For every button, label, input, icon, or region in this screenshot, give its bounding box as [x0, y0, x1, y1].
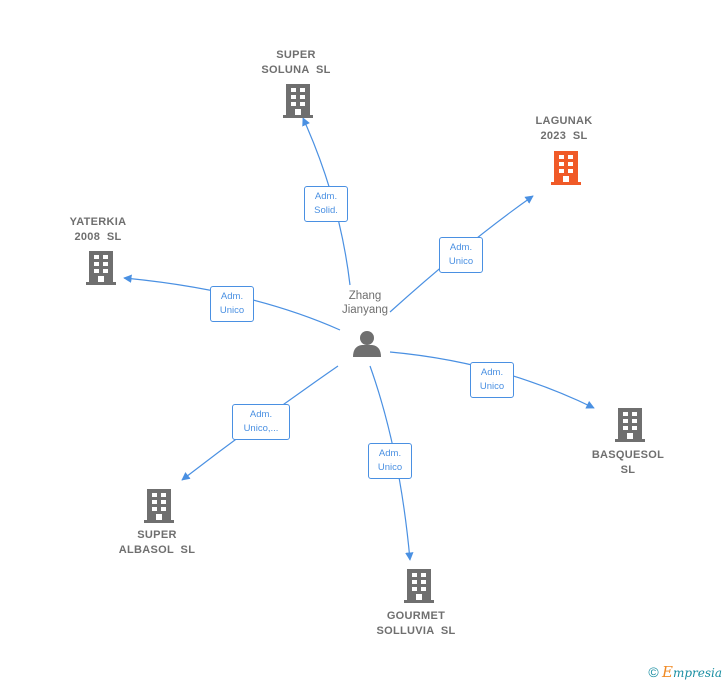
- company-label-basquesol[interactable]: BASQUESOL SL: [591, 449, 665, 476]
- person-name[interactable]: Zhang Jianyang: [341, 290, 389, 316]
- company-label-super-albasol[interactable]: SUPER ALBASOL SL: [118, 529, 196, 556]
- company-label-super-soluna[interactable]: SUPER SOLUNA SL: [261, 49, 331, 76]
- person-icon[interactable]: [353, 331, 381, 357]
- company-label-lagunak-2023[interactable]: LAGUNAK 2023 SL: [535, 115, 593, 142]
- brand-initial: E: [661, 663, 673, 681]
- edge-label-super-soluna[interactable]: Adm. Solid.: [304, 186, 348, 222]
- empresia-logo[interactable]: © Empresia: [648, 663, 722, 681]
- edge-label-yaterkia-2008[interactable]: Adm. Unico: [210, 286, 254, 322]
- edge-label-super-albasol[interactable]: Adm. Unico,...: [232, 404, 290, 440]
- edge-label-gourmet-solluvia[interactable]: Adm. Unico: [368, 443, 412, 479]
- brand-name: mpresia: [672, 666, 722, 680]
- company-label-yaterkia-2008[interactable]: YATERKIA 2008 SL: [69, 216, 127, 243]
- company-label-gourmet-solluvia[interactable]: GOURMET SOLLUVIA SL: [376, 610, 456, 637]
- copyright-symbol: ©: [648, 664, 659, 680]
- edge-label-lagunak-2023[interactable]: Adm. Unico: [439, 237, 483, 273]
- edge-label-basquesol[interactable]: Adm. Unico: [470, 362, 514, 398]
